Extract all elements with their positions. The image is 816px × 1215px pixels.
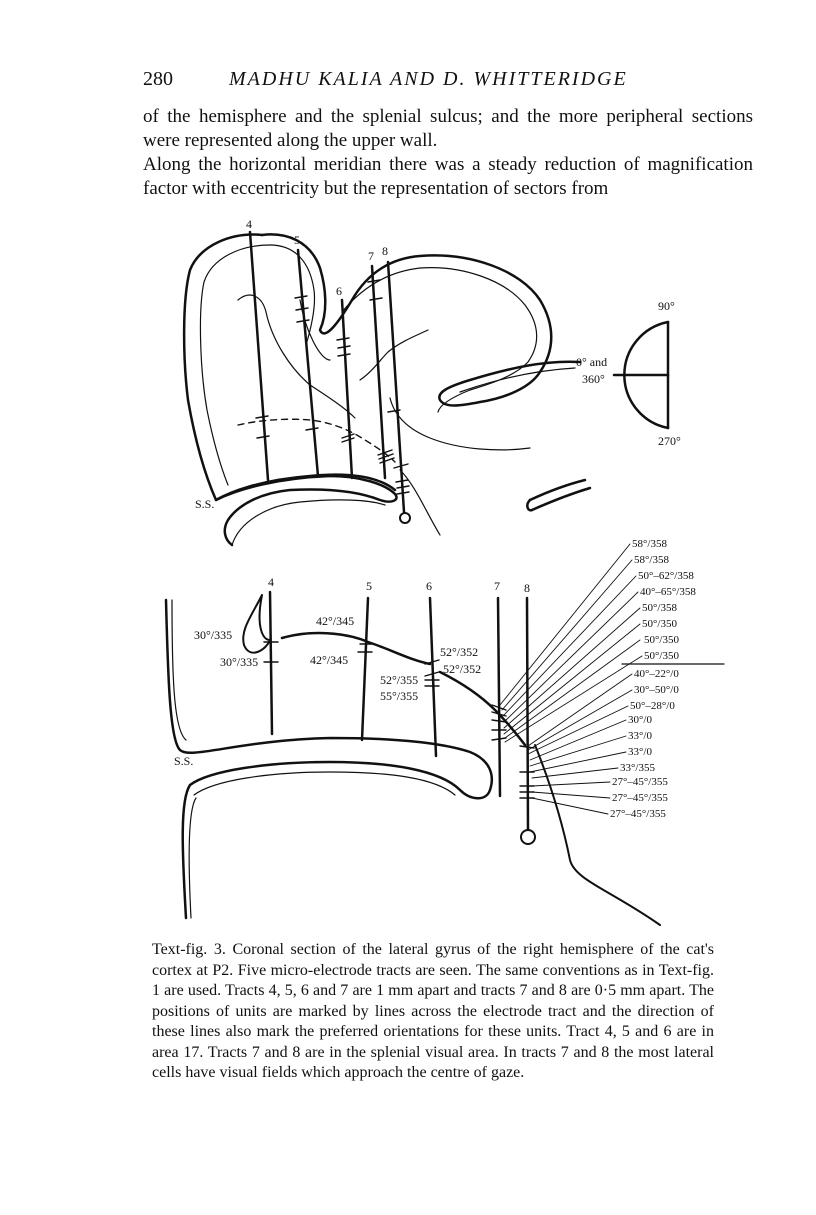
right-label: 50°/358 — [642, 602, 677, 614]
top-cortex-inner — [199, 244, 538, 536]
right-label: 40°–22°/0 — [634, 668, 679, 680]
running-title: MADHU KALIA AND D. WHITTERIDGE — [229, 68, 628, 90]
key-0-and: 0° and — [576, 355, 607, 369]
bottom-ss-label: S.S. — [174, 754, 193, 768]
key-360: 360° — [582, 372, 605, 386]
right-label: 27°–45°/355 — [612, 792, 668, 804]
unit-label: 52°/352 — [443, 662, 481, 676]
right-label: 50°/350 — [644, 634, 679, 646]
unit-label: 30°/335 — [194, 628, 232, 642]
right-label: 27°–45°/355 — [610, 808, 666, 820]
figure-3: 4 5 6 7 8 S.S. 90° 0° and 360° 270° 4 5 … — [164, 217, 725, 926]
leader-lines — [499, 543, 643, 815]
top-tract-7: 7 — [368, 249, 374, 263]
right-label: 50°–28°/0 — [630, 700, 675, 712]
right-labels: 58°/358 58°/358 50°–62°/358 40°–65°/358 … — [610, 538, 696, 820]
unit-label: 42°/345 — [316, 614, 354, 628]
unit-label: 52°/355 — [380, 673, 418, 687]
bottom-tracts — [268, 590, 530, 832]
bottom-tract-5: 5 — [366, 579, 372, 593]
right-label: 33°/355 — [620, 762, 655, 774]
top-tracts — [248, 230, 406, 514]
right-label: 30°–50°/0 — [634, 684, 679, 696]
right-label: 50°/350 — [642, 618, 677, 630]
body-paragraph-1: of the hemisphere and the splenial sulcu… — [143, 106, 753, 151]
top-splenial-sulcus — [214, 474, 398, 547]
bottom-tract-7: 7 — [494, 579, 500, 593]
bottom-cortex-outline — [164, 594, 661, 926]
top-tract-4: 4 — [246, 217, 252, 231]
right-label: 33°/0 — [628, 746, 652, 758]
key-270: 270° — [658, 434, 681, 448]
right-label: 40°–65°/358 — [640, 586, 696, 598]
right-label: 58°/358 — [632, 538, 667, 550]
right-label: 50°/350 — [644, 650, 679, 662]
top-labels: 4 5 6 7 8 S.S. 90° 0° and 360° 270° — [195, 217, 681, 511]
right-label: 50°–62°/358 — [638, 570, 694, 582]
top-ss-label: S.S. — [195, 497, 214, 511]
orientation-key — [612, 320, 670, 430]
bottom-tract-6: 6 — [426, 579, 432, 593]
right-label: 27°–45°/355 — [612, 776, 668, 788]
right-label: 33°/0 — [628, 730, 652, 742]
bottom-tract-4: 4 — [268, 575, 274, 589]
top-tract-5: 5 — [294, 233, 300, 247]
body-paragraph-2: Along the horizontal meridian there was … — [143, 154, 753, 199]
top-tract-8: 8 — [382, 244, 388, 258]
unit-label: 55°/355 — [380, 689, 418, 703]
right-label: 58°/358 — [634, 554, 669, 566]
unit-label: 52°/352 — [440, 645, 478, 659]
page-number: 280 — [143, 68, 173, 90]
key-90: 90° — [658, 299, 675, 313]
top-tract-6: 6 — [336, 284, 342, 298]
unit-label: 30°/335 — [220, 655, 258, 669]
right-label: 30°/0 — [628, 714, 652, 726]
figure-caption: Text-fig. 3. Coronal section of the late… — [152, 941, 714, 1081]
top-cortex-outline — [182, 233, 582, 502]
unit-label: 42°/345 — [310, 653, 348, 667]
page-header: 280 MADHU KALIA AND D. WHITTERIDGE — [143, 68, 753, 98]
bottom-tract-8: 8 — [524, 581, 530, 595]
bottom-labels: 4 5 6 7 8 S.S. 30°/335 30°/335 42°/345 4… — [174, 575, 530, 768]
